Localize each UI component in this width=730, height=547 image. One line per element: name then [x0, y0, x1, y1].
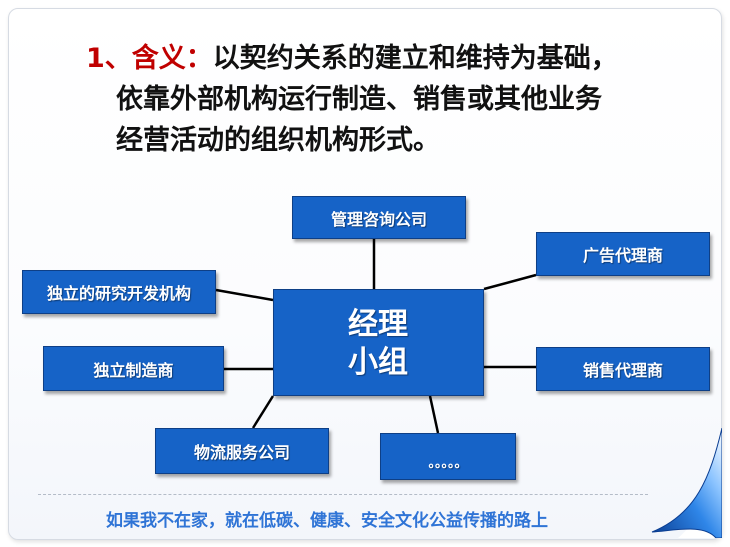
definition-heading: 1、含义：以契约关系的建立和维持为基础， 依靠外部机构运行制造、销售或其他业务 … [86, 38, 686, 161]
connector-logistics [251, 395, 275, 429]
node-advertising-agency: 广告代理商 [536, 232, 710, 276]
node-more: 。。。。。 [380, 433, 516, 480]
footer-slogan: 如果我不在家，就在低碳、健康、安全文化公益传播的路上 [106, 511, 548, 531]
footer-divider [38, 494, 648, 495]
connector-research [215, 288, 274, 302]
heading-line-1: 1、含义：以契约关系的建立和维持为基础， [86, 38, 686, 79]
page-curl-decoration [651, 428, 722, 538]
center-line-1: 经理 [348, 307, 408, 342]
connector-advertising [483, 273, 537, 291]
node-consulting-company: 管理咨询公司 [292, 196, 466, 239]
heading-line-2: 依靠外部机构运行制造、销售或其他业务 [116, 84, 602, 115]
connector-more [428, 395, 440, 434]
center-line-2: 小组 [348, 345, 408, 380]
definition-label: 1、含义： [86, 43, 213, 74]
heading-line-3: 经营活动的组织机构形式。 [116, 125, 440, 156]
node-sales-agency: 销售代理商 [536, 347, 710, 391]
node-independent-manufacturer: 独立制造商 [43, 346, 224, 391]
node-manager-team: 经理 小组 [273, 289, 484, 396]
node-independent-research: 独立的研究开发机构 [22, 270, 216, 314]
heading-text-1: 以契约关系的建立和维持为基础， [212, 43, 618, 74]
node-logistics-company: 物流服务公司 [155, 428, 329, 474]
